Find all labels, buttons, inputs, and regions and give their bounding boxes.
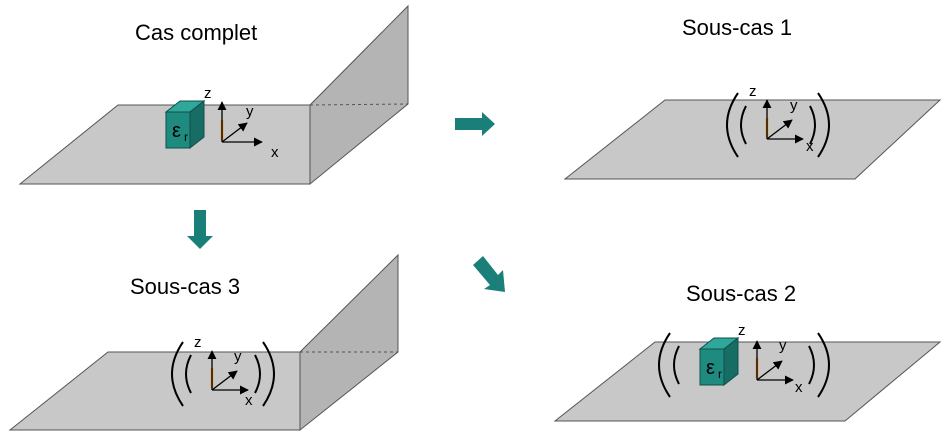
vertical-wall [299,253,399,432]
panel-complete: Cas complet ε r z y x [18,4,409,186]
axes-complete: z y x [204,85,279,161]
permittivity-subscript: r [718,367,722,381]
x-axis-label: x [806,138,814,155]
panel-sub1: Sous-cas 1 z y x [563,15,942,180]
y-axis-label: y [779,337,787,354]
arrow-to-sub2 [473,256,505,292]
panel-sub2: Sous-cas 2 ε r z y x [553,281,942,422]
panel-sub1-title: Sous-cas 1 [682,15,792,40]
ground-plane [563,99,942,180]
z-axis-label: z [194,334,202,351]
dielectric-box: ε r [698,336,740,387]
y-axis-label: y [234,348,242,365]
axes-sub2: z y x [738,322,803,396]
radiation-waves [658,332,830,398]
arrow-to-sub3 [187,210,213,249]
ground-plane [18,104,311,185]
y-axis-label: y [790,97,798,114]
z-axis-label: z [749,83,757,100]
panel-sub3: Sous-cas 3 z y x [8,253,399,432]
wall-edge-hidden [309,103,409,106]
dielectric-box: ε r [164,99,206,150]
permittivity-symbol: ε [172,120,181,142]
z-axis-label: z [738,322,746,339]
panel-complete-title: Cas complet [135,20,257,45]
arrow-to-sub1 [455,112,495,136]
permittivity-subscript: r [184,130,188,144]
x-axis-label: x [271,144,279,161]
y-axis [766,119,793,140]
y-axis [756,360,783,381]
permittivity-symbol: ε [706,357,715,379]
y-axis-label: y [246,103,254,120]
panel-sub2-title: Sous-cas 2 [686,281,796,306]
axes-sub3: z y x [194,334,253,409]
z-axis-label: z [204,85,212,102]
x-axis-label: x [795,379,803,396]
panel-sub3-title: Sous-cas 3 [130,274,240,299]
x-axis-label: x [245,392,253,409]
radiation-waves [726,92,830,158]
y-axis [211,370,238,391]
ground-plane [553,341,942,422]
radiation-waves [171,341,275,407]
y-axis [221,122,248,143]
axes-sub1: z y x [749,83,814,155]
vertical-wall [309,4,409,186]
